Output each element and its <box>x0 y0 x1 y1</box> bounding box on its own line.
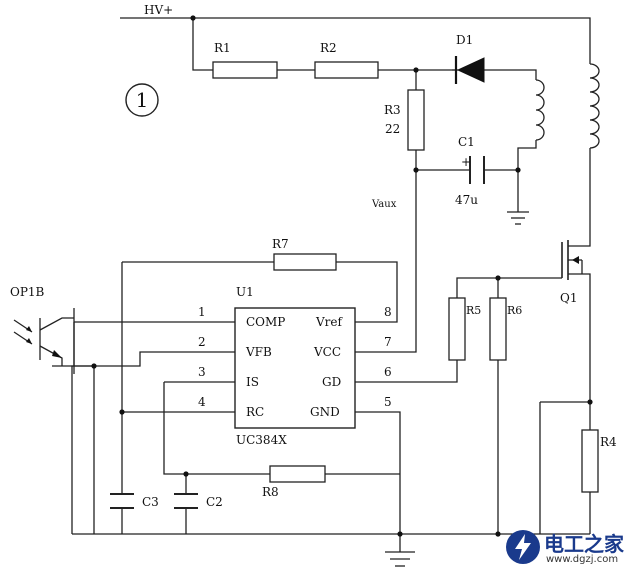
label-hv: HV+ <box>144 3 173 17</box>
mosfet-q1 <box>561 240 591 280</box>
label-c1-plus: + <box>461 155 471 169</box>
capacitor-c2 <box>174 493 198 509</box>
winding-aux <box>535 79 545 141</box>
resistor-r2 <box>314 61 379 79</box>
label-c3: C3 <box>142 495 159 509</box>
label-c1: C1 <box>458 135 475 149</box>
ic-pin-gnd: GND <box>310 405 340 419</box>
ic-pin-8-number: 8 <box>384 305 392 319</box>
label-r2: R2 <box>320 41 337 55</box>
logo-brand-text: 电工之家 <box>544 532 624 556</box>
diode-d1 <box>452 56 485 84</box>
resistor-r5 <box>448 297 466 361</box>
junction-dots <box>91 15 593 537</box>
label-op1b: OP1B <box>10 285 45 299</box>
label-q1: Q1 <box>560 291 577 305</box>
wires <box>52 17 591 567</box>
ic-pin-is: IS <box>246 375 259 389</box>
label-r3-value: 22 <box>385 122 400 136</box>
label-ic-name: UC384X <box>236 433 287 447</box>
ic-pin-vcc: VCC <box>313 345 341 359</box>
ic-pin-5-number: 5 <box>384 395 392 409</box>
winding-primary <box>589 63 600 149</box>
label-r1: R1 <box>214 41 231 55</box>
ic-pin-2-number: 2 <box>198 335 206 349</box>
ic-u1-body <box>234 307 356 429</box>
label-r5: R5 <box>466 304 481 317</box>
logo-url-text: www.dgzj.com <box>546 554 619 565</box>
label-c2: C2 <box>206 495 223 509</box>
circle-number: 1 <box>136 88 149 112</box>
label-r8: R8 <box>262 485 279 499</box>
label-c1-value: 47u <box>455 193 478 207</box>
resistor-r8 <box>269 465 326 483</box>
circle-marker <box>125 83 159 117</box>
site-logo: 电工之家 www.dgzj.com <box>500 526 632 570</box>
ic-pin-rc: RC <box>246 405 264 419</box>
ic-pin-comp: COMP <box>246 315 285 329</box>
label-d1: D1 <box>456 33 473 47</box>
capacitor-c3 <box>110 493 134 509</box>
ic-pin-7-number: 7 <box>384 335 392 349</box>
resistor-r1 <box>212 61 278 79</box>
ic-pin-gd: GD <box>322 375 341 389</box>
logo-mark-icon <box>506 530 540 564</box>
label-vaux: Vaux <box>371 199 397 210</box>
resistor-r7 <box>273 253 337 271</box>
resistor-r4 <box>581 429 599 493</box>
label-r6: R6 <box>507 304 522 317</box>
resistor-r3 <box>407 89 425 151</box>
ic-pin-vfb: VFB <box>245 345 272 359</box>
capacitor-c1 <box>469 156 485 184</box>
label-r4: R4 <box>600 435 617 449</box>
ic-pin-4-number: 4 <box>198 395 206 409</box>
optocoupler-op1b <box>13 308 75 374</box>
label-r3: R3 <box>384 103 401 117</box>
ic-pin-vref: Vref <box>315 315 344 329</box>
label-r7: R7 <box>272 237 289 251</box>
label-u1: U1 <box>236 285 254 299</box>
resistor-r6 <box>489 297 507 361</box>
ic-pin-1-number: 1 <box>198 305 206 319</box>
ic-pin-3-number: 3 <box>198 365 206 379</box>
ic-pin-6-number: 6 <box>384 365 392 379</box>
